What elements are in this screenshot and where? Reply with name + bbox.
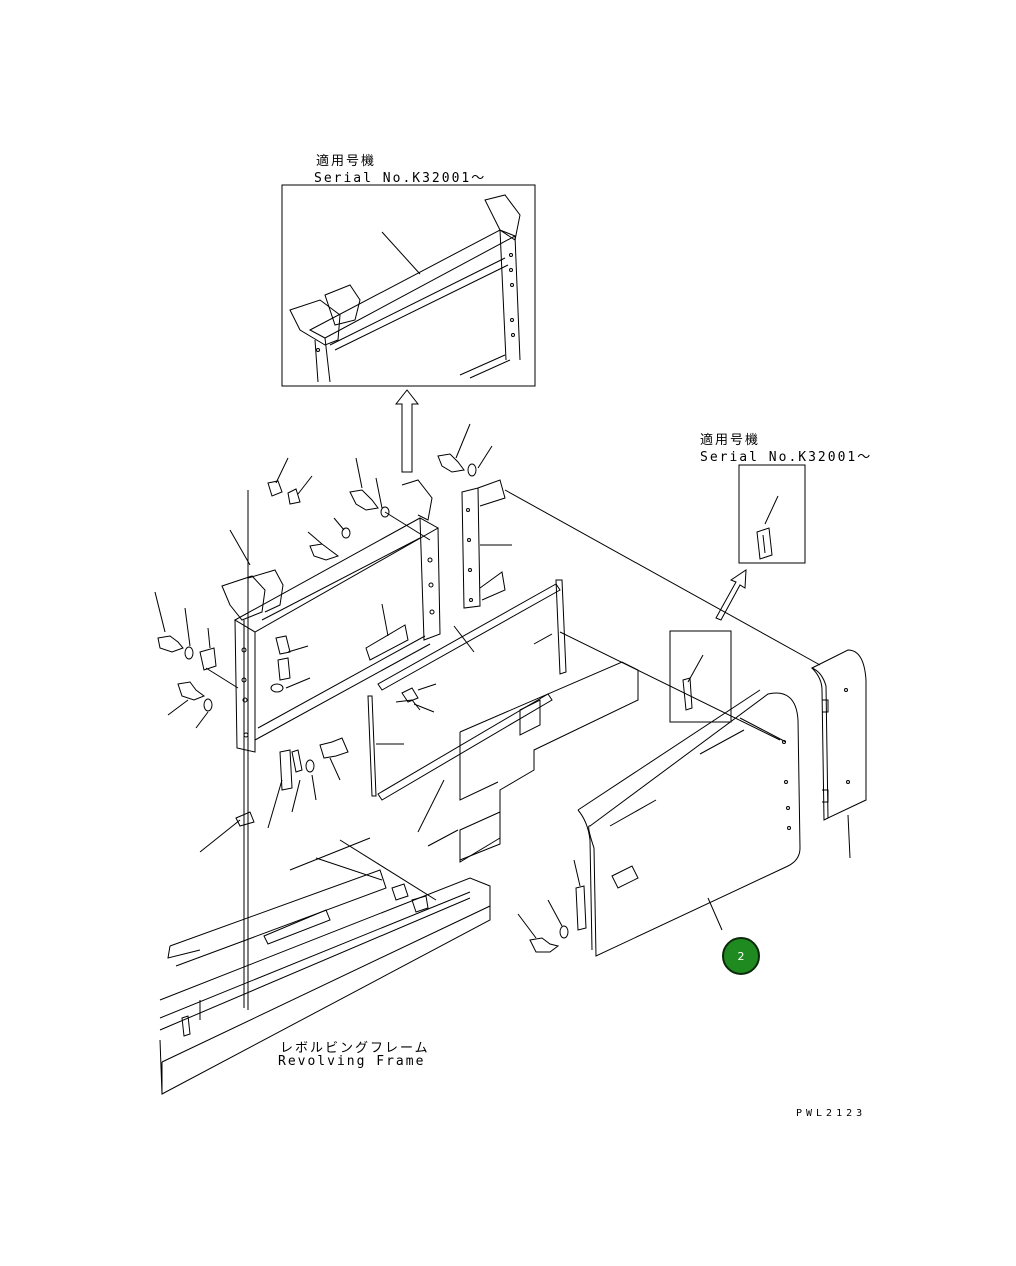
guard-frame [222,480,440,752]
inset-right-serial: Serial No.K32001～ [700,450,873,465]
inset-top-title: 適用号機 [316,154,377,169]
detail-box-clip [670,631,731,722]
frame-label-jp: レボルビングフレーム [280,1041,430,1056]
inset-top-detail [282,185,535,386]
inset-right-title: 適用号機 [700,433,761,448]
seal-strips [368,580,566,832]
revolving-frame [160,838,490,1094]
door-bolt [518,860,586,952]
rear-cover-panel [812,650,866,858]
fasteners-bottom [200,490,348,1010]
fasteners-top [268,424,492,560]
fasteners-left [155,592,238,728]
inset-right-detail [739,465,805,563]
inset-top-serial: Serial No.K32001～ [314,171,487,186]
arrow-diagonal-icon [716,570,746,620]
part-callout-2[interactable]: 2 [722,937,760,975]
frame-label-en: Revolving Frame [278,1054,426,1069]
side-door-panel [560,632,800,956]
side-post [462,480,820,665]
arrow-up-icon [396,390,418,472]
drawing-code: PWL2123 [796,1108,867,1119]
sponge-pads [428,662,638,862]
